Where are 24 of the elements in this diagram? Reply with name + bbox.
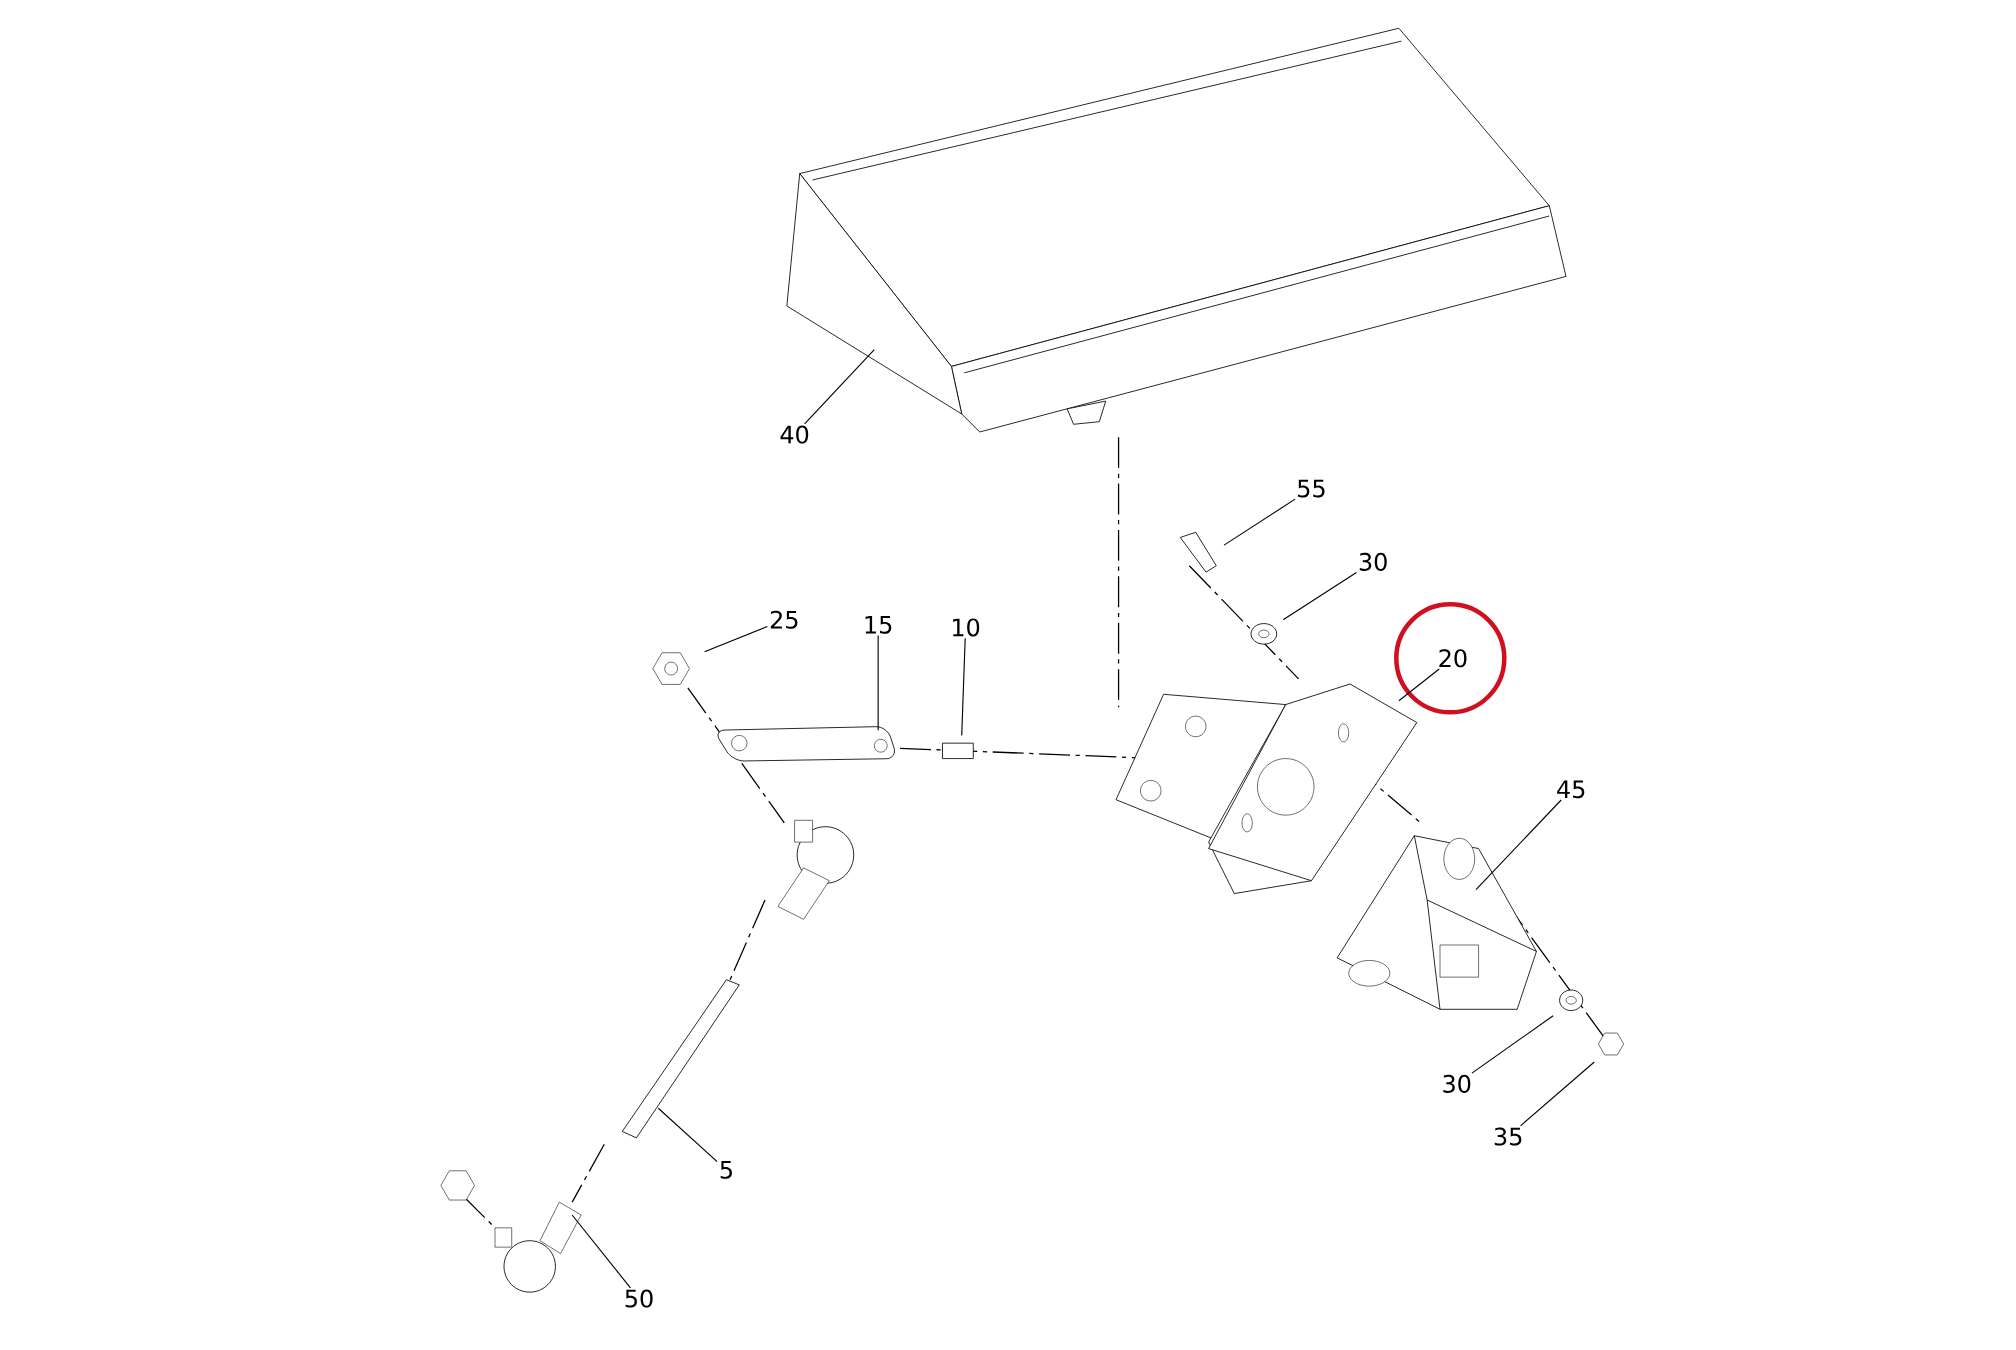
callout-number: 10 [953,618,980,637]
leader-line [1520,1061,1595,1127]
leader-line [1282,572,1358,621]
callout-number: 55 [1298,479,1325,498]
callout-number: 30 [1359,552,1387,571]
leader-line [877,634,879,731]
callout-number: 30 [1443,1074,1471,1093]
callout-number: 50 [625,1289,653,1308]
leader-line [657,1107,718,1163]
leader-line [704,625,768,653]
leader-line [961,637,966,736]
leader-line [804,349,875,425]
leader-line [1223,498,1296,546]
leader-line [1398,668,1440,702]
callout-number: 45 [1557,780,1585,799]
leader-line [571,1214,631,1289]
callout-number: 15 [865,616,892,634]
callout-number: 20 [1439,649,1467,668]
leader-line [1471,1015,1554,1074]
callout-number: 40 [780,425,809,444]
callout-number: 25 [770,610,798,629]
callout-number: 35 [1494,1127,1522,1146]
callout-number: 5 [720,1161,732,1179]
leader-line [1475,799,1562,891]
